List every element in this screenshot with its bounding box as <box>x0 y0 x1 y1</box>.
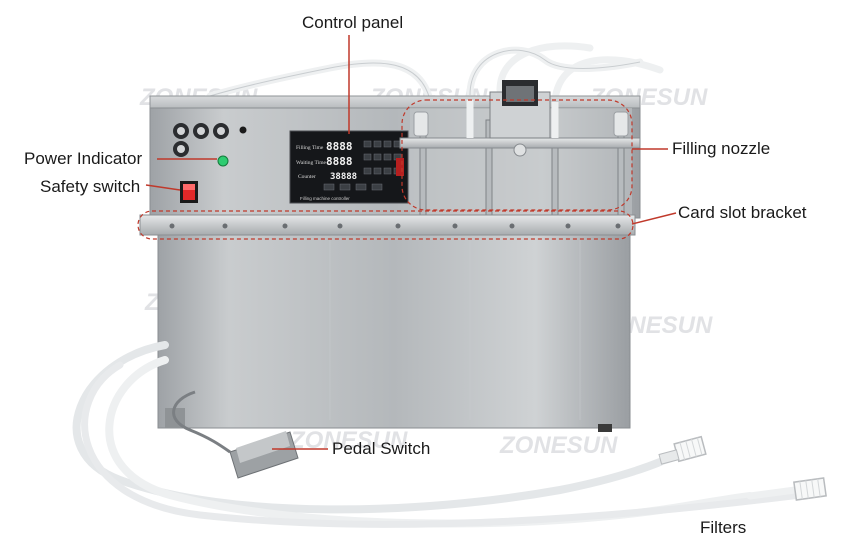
machine-lower-body <box>157 231 631 429</box>
label-safety-switch: Safety switch <box>40 177 141 196</box>
watermark: ZONESUN <box>499 432 618 459</box>
panel-counter: Counter <box>298 174 316 180</box>
panel-caption: Filling machine controller <box>300 196 350 201</box>
control-panel: Filling Time Waiting Time Counter 8888 8… <box>289 130 409 204</box>
knob-group <box>173 123 247 157</box>
panel-display-2: 8888 <box>326 155 353 168</box>
filter-icon <box>658 435 707 465</box>
pedal-switch <box>172 390 299 479</box>
label-filling-nozzle: Filling nozzle <box>672 139 771 158</box>
nozzle-highlight <box>401 99 633 211</box>
filling-nozzle-assembly <box>399 80 641 219</box>
panel-display-3: 38888 <box>330 172 357 182</box>
label-power-indicator: Power Indicator <box>24 149 143 168</box>
label-card-slot-bracket: Card slot bracket <box>678 203 807 222</box>
label-pedal-switch: Pedal Switch <box>332 439 431 458</box>
power-indicator-light <box>217 155 229 167</box>
panel-waiting-time: Waiting Time <box>296 160 327 166</box>
panel-filling-time: Filling Time <box>296 145 324 151</box>
card-slot-bracket <box>139 214 636 236</box>
label-control-panel: Control panel <box>302 13 404 32</box>
front-tubes <box>72 341 804 528</box>
bracket-highlight <box>137 210 634 240</box>
callout-lines <box>145 35 677 450</box>
panel-display-1: 8888 <box>326 140 353 153</box>
filter-icon <box>793 477 827 501</box>
label-filters: Filters <box>700 518 747 537</box>
